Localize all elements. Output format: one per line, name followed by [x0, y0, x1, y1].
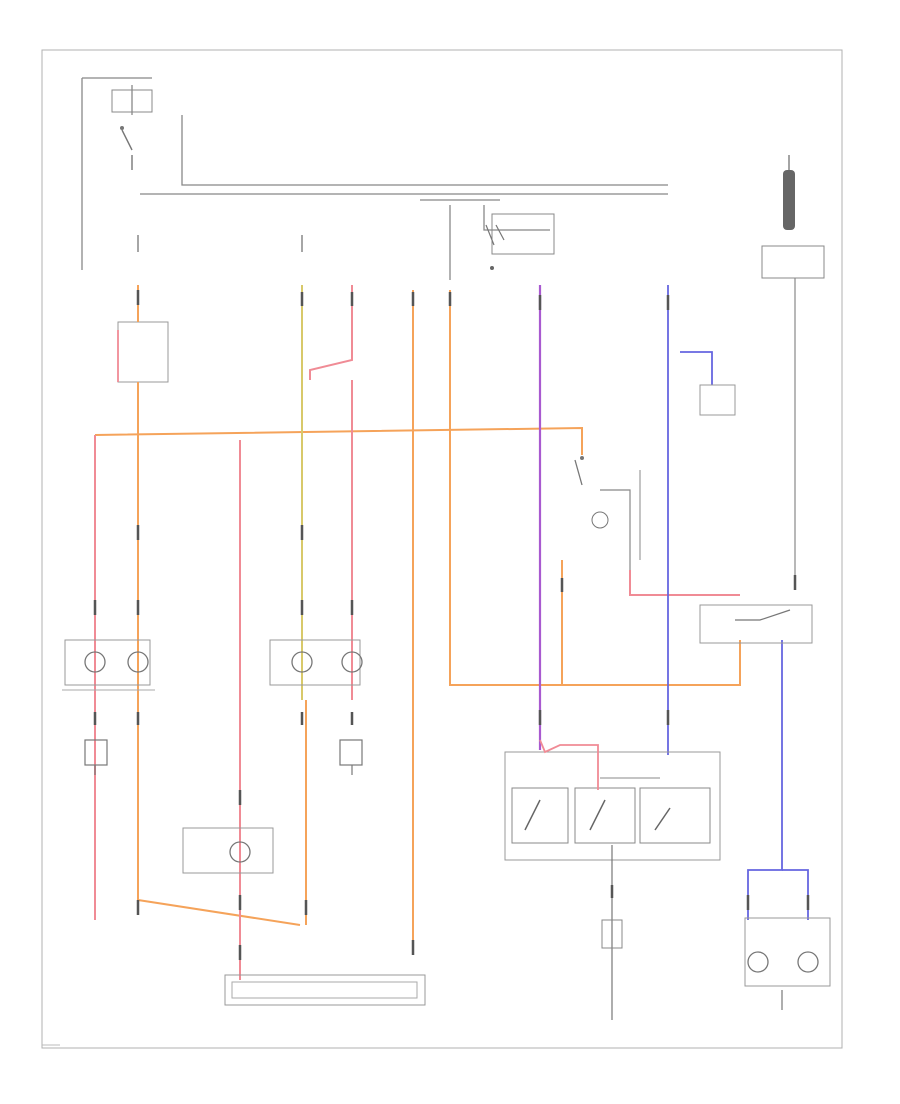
sensor-module	[699, 384, 813, 644]
blue-wire-set	[667, 285, 809, 920]
daytime-running-light-relay	[117, 321, 169, 383]
dimmer-relay	[485, 213, 555, 270]
ignition-coil	[783, 155, 795, 230]
pink-wire-set	[94, 285, 740, 980]
right-headlight	[269, 639, 363, 686]
diagram-frame	[41, 49, 843, 1049]
parking-brake-switch	[574, 456, 641, 570]
ground-junction	[84, 739, 363, 775]
combination-switch	[504, 739, 721, 861]
headlight-condition-sensor	[761, 245, 825, 580]
high-beam-indicator	[182, 827, 274, 874]
connector-ticks	[93, 290, 810, 960]
instrument-cluster	[744, 917, 831, 1010]
top-supply-section	[81, 77, 668, 280]
left-headlight	[62, 639, 155, 691]
bottom-connector	[224, 974, 426, 1006]
orange-wire-set	[94, 285, 741, 940]
ground-strap	[601, 845, 623, 1020]
hot-in-run-switch	[111, 89, 153, 170]
